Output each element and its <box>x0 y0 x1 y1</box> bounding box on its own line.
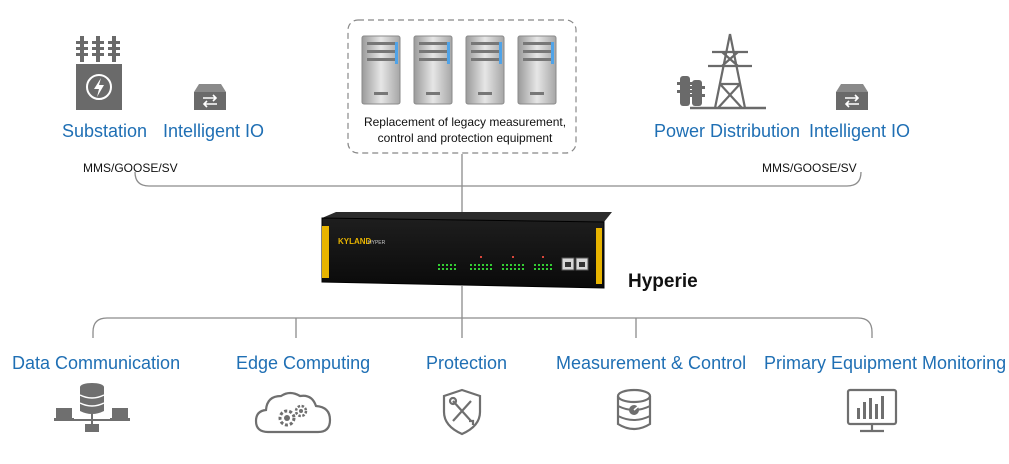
function-label-measurement-control: Measurement & Control <box>556 353 747 373</box>
device-leds <box>438 256 552 270</box>
device-brand-text: KYLAND <box>338 237 372 246</box>
monitor-chart-icon <box>846 388 898 433</box>
server-icon <box>413 35 453 105</box>
connection-lines <box>92 154 873 338</box>
legacy-text-line1: Replacement of legacy measurement, <box>363 115 567 129</box>
device-name-label: Hyperie <box>628 271 698 292</box>
function-label-edge-computing: Edge Computing <box>236 353 371 373</box>
legacy-equipment-text: Replacement of legacy measurement, contr… <box>350 114 580 146</box>
transformer-icon <box>76 36 122 110</box>
power-distribution-label: Power Distribution <box>654 121 801 141</box>
intelligent-io-right-label: Intelligent IO <box>809 121 911 141</box>
disk-gauge-icon <box>616 388 652 431</box>
function-label-data-communication: Data Communication <box>12 353 181 373</box>
device-model-text: HYPER <box>368 240 386 246</box>
protocol-left-label: MMS/GOOSE/SV <box>83 161 178 175</box>
intelligent-io-left-label: Intelligent IO <box>163 121 265 141</box>
server-icon <box>361 35 401 105</box>
database-network-icon <box>54 383 130 432</box>
protocol-right-label: MMS/GOOSE/SV <box>762 161 857 175</box>
shield-tools-icon <box>442 388 482 436</box>
function-label-primary-equipment-monitoring: Primary Equipment Monitoring <box>764 353 1007 373</box>
legacy-equipment-box <box>347 19 577 154</box>
substation-label: Substation <box>62 121 148 141</box>
function-label-protection: Protection <box>426 353 508 373</box>
power-tower-icon <box>677 33 766 110</box>
hyperie-device: KYLAND HYPER <box>321 212 612 289</box>
server-icon <box>465 35 505 105</box>
io-device-icon <box>194 84 226 110</box>
legacy-text-line2: control and protection equipment <box>377 131 553 145</box>
ethernet-ports <box>561 257 589 271</box>
server-racks <box>361 35 557 105</box>
io-device-icon <box>836 84 868 110</box>
top-bus-line <box>134 171 862 187</box>
server-icon <box>517 35 557 105</box>
bottom-bus-line <box>92 317 873 338</box>
cloud-gears-icon <box>254 391 332 434</box>
